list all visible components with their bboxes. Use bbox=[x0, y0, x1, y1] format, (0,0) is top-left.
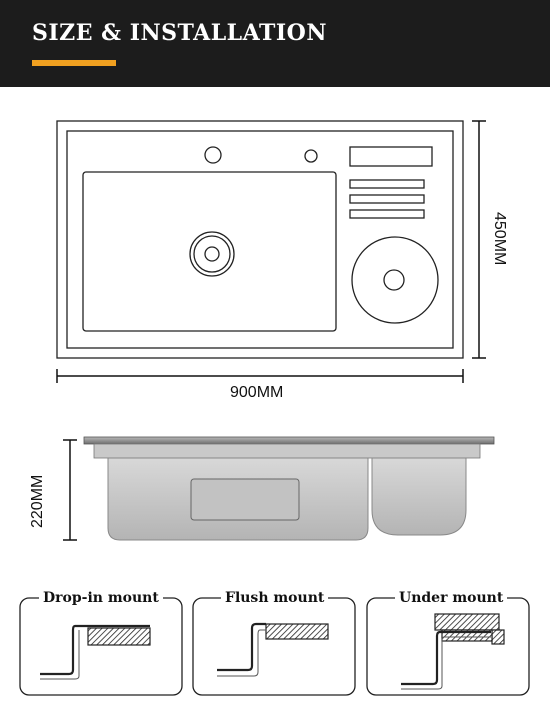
sink-outer-rim bbox=[56, 120, 464, 359]
mount-box-drop-in bbox=[19, 597, 183, 696]
sink-inner-rim bbox=[66, 130, 454, 349]
drain-outer-ring bbox=[189, 231, 235, 277]
under-mount-diagram bbox=[401, 613, 505, 690]
round-basin bbox=[351, 236, 439, 324]
side-rim-lip bbox=[93, 443, 481, 459]
side-rim bbox=[83, 436, 495, 445]
accessory-slot-1 bbox=[349, 179, 425, 189]
soap-hole-icon bbox=[304, 149, 318, 163]
sink-top-view bbox=[56, 120, 464, 359]
header-banner: SIZE & INSTALLATION bbox=[0, 0, 550, 87]
countertop-upper-hatch bbox=[434, 613, 500, 631]
drain-middle-ring bbox=[193, 235, 231, 273]
countertop-hatch bbox=[87, 627, 151, 646]
flush-mount-label: Flush mount bbox=[221, 589, 329, 607]
height-label: 450MM bbox=[491, 212, 508, 266]
depth-dimension-line bbox=[63, 439, 77, 541]
accessory-slot-2 bbox=[349, 194, 425, 204]
countertop-lower-hatch bbox=[491, 629, 505, 645]
drain-icon bbox=[204, 246, 220, 262]
side-small-bowl bbox=[371, 457, 467, 536]
sink-profile-line bbox=[217, 622, 266, 672]
sink-profile-line bbox=[40, 624, 150, 676]
countertop-lower-hatch-2 bbox=[441, 629, 493, 642]
drop-in-mount-diagram bbox=[40, 624, 151, 680]
control-panel bbox=[349, 146, 433, 167]
depth-label: 220MM bbox=[29, 474, 46, 528]
flush-mount-diagram bbox=[217, 622, 329, 677]
mount-box-under bbox=[366, 597, 530, 696]
height-dimension-line bbox=[472, 120, 486, 359]
sink-bowl bbox=[82, 171, 337, 332]
title-underline-accent bbox=[32, 60, 116, 66]
round-basin-drain-icon bbox=[383, 269, 405, 291]
drop-in-mount-label: Drop-in mount bbox=[39, 589, 163, 607]
faucet-hole-icon bbox=[204, 146, 222, 164]
sink-profile-line bbox=[401, 630, 491, 686]
side-bowl-panel bbox=[190, 478, 300, 521]
under-mount-label: Under mount bbox=[395, 589, 508, 607]
countertop-hatch bbox=[265, 623, 329, 640]
mount-box-flush bbox=[192, 597, 356, 696]
page-title: SIZE & INSTALLATION bbox=[32, 20, 327, 46]
width-dimension-line bbox=[56, 369, 464, 383]
width-label: 900MM bbox=[230, 384, 284, 401]
accessory-slot-3 bbox=[349, 209, 425, 219]
sink-side-view bbox=[83, 436, 495, 541]
